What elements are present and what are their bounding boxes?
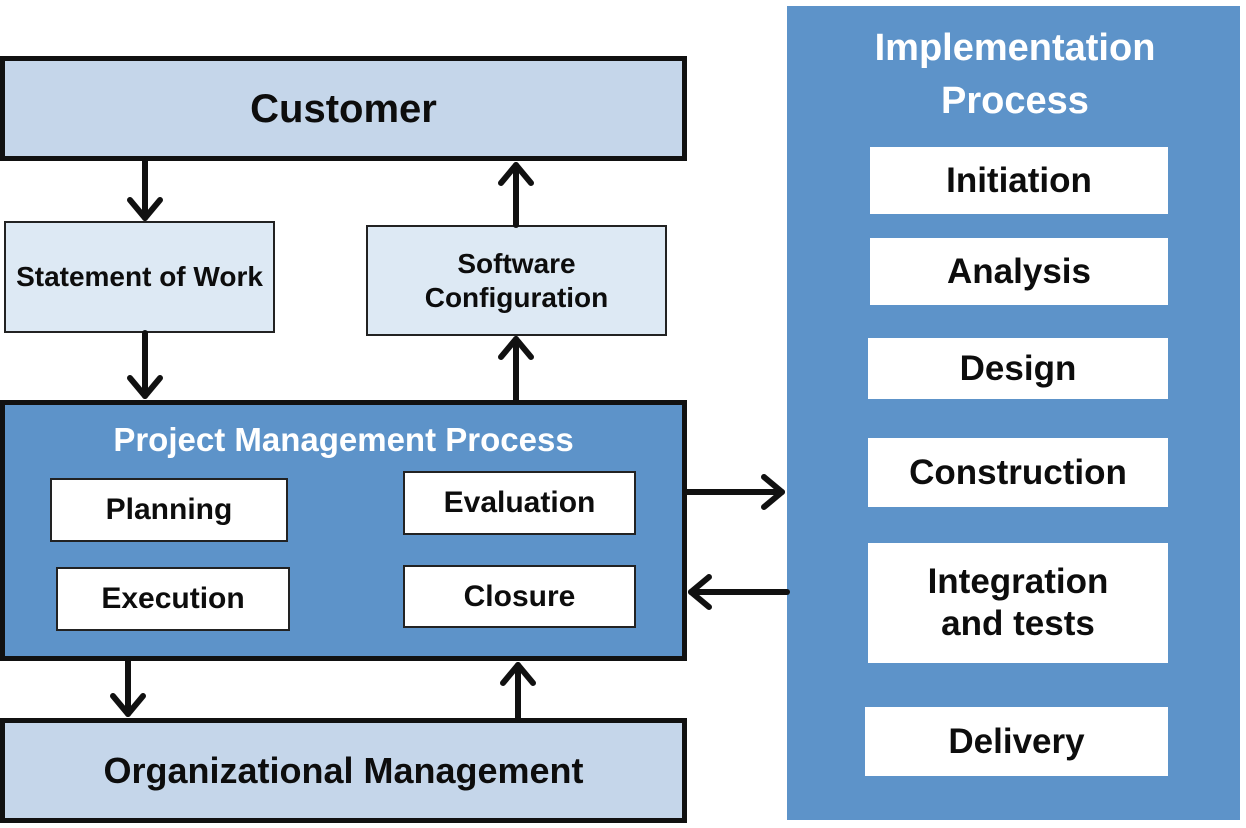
impl-step-delivery: Delivery <box>865 707 1168 776</box>
statement-of-work-box: Statement of Work <box>4 221 275 333</box>
impl-step-construction: Construction <box>868 438 1168 507</box>
pm-step-execution: Execution <box>56 567 290 631</box>
impl-step-label: Construction <box>909 452 1127 492</box>
arrow-pm-to-swconfig <box>498 336 534 403</box>
arrow-pm-to-orgmgmt <box>110 658 146 717</box>
customer-box: Customer <box>0 56 687 161</box>
customer-label: Customer <box>250 86 437 131</box>
impl-step-analysis: Analysis <box>870 238 1168 305</box>
impl-step-label: Design <box>959 348 1077 388</box>
implementation-process-panel <box>787 6 1240 820</box>
pm-step-evaluation: Evaluation <box>403 471 636 535</box>
pm-step-label: Closure <box>463 579 576 613</box>
impl-step-initiation: Initiation <box>870 147 1168 214</box>
arrow-implementation-to-pm <box>688 574 790 610</box>
arrow-pm-to-implementation <box>684 474 785 510</box>
impl-step-integration-and-tests: Integration and tests <box>868 543 1168 663</box>
arrow-sow-to-pm <box>127 330 163 399</box>
pm-step-label: Execution <box>101 582 245 615</box>
impl-step-design: Design <box>868 338 1168 399</box>
pm-step-label: Planning <box>105 493 233 526</box>
arrow-customer-to-sow <box>127 158 163 221</box>
impl-step-label: Initiation <box>946 160 1092 200</box>
pm-step-label: Evaluation <box>443 486 596 519</box>
organizational-management-box: Organizational Management <box>0 718 687 823</box>
impl-step-label: Delivery <box>948 721 1085 761</box>
software-configuration-label: Software Configuration <box>424 247 609 313</box>
pm-step-planning: Planning <box>50 478 288 542</box>
project-management-process-title: Project Management Process <box>113 421 574 458</box>
arrow-swconfig-to-customer <box>498 162 534 228</box>
impl-step-label: Integration and tests <box>927 562 1109 643</box>
software-configuration-box: Software Configuration <box>366 225 667 336</box>
statement-of-work-label: Statement of Work <box>16 261 263 293</box>
arrow-orgmgmt-to-pm <box>500 662 536 721</box>
impl-step-label: Analysis <box>947 251 1091 291</box>
pm-step-closure: Closure <box>403 565 636 628</box>
organizational-management-label: Organizational Management <box>103 749 584 791</box>
implementation-process-title: Implementation Process <box>874 27 1156 123</box>
